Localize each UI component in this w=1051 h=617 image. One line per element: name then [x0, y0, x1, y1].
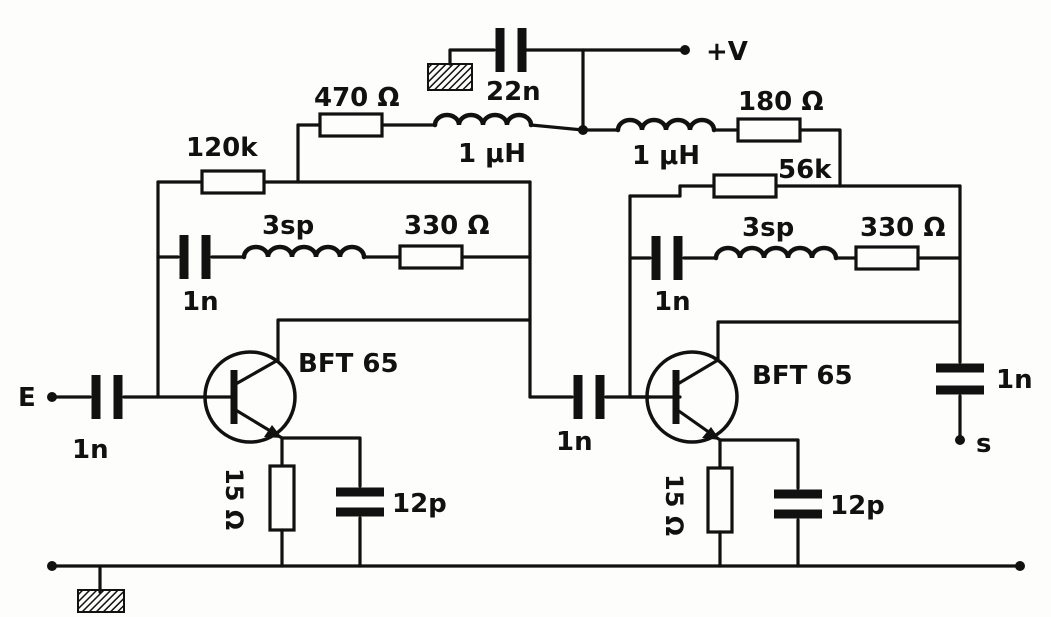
- ground-symbol: [427, 63, 473, 91]
- stage2-choke-label: 1 μH: [632, 141, 700, 171]
- stage1-bias-network: [156, 169, 532, 399]
- coupling-cap: [528, 375, 682, 419]
- stage2-emitter-cap-label: 12p: [830, 491, 885, 521]
- stage2-collector-resistor-label: 180 Ω: [738, 87, 823, 117]
- stage1-feedback-resistor-label: 330 Ω: [404, 211, 489, 241]
- stage2-supply-path: [581, 117, 842, 188]
- stage2-feedback-cap-label: 1n: [654, 287, 691, 317]
- supply-section: [427, 28, 690, 135]
- coupling-cap-label: 1n: [556, 427, 593, 457]
- stage2-emitter-resistor-label: 15 Ω: [660, 474, 688, 536]
- supply-label: +V: [706, 37, 748, 67]
- transistor-1-label: BFT 65: [298, 349, 399, 379]
- transistor-2-label: BFT 65: [752, 361, 853, 391]
- stage2-bias-network: [628, 173, 984, 445]
- stage2-feedback-resistor-label: 330 Ω: [860, 213, 945, 243]
- stage1-choke-label: 1 μH: [458, 139, 526, 169]
- transistor-2: [628, 350, 739, 444]
- stage1-emitter-cap-label: 12p: [392, 489, 447, 519]
- transistor-1: [203, 350, 297, 444]
- stage1-collector-resistor-label: 470 Ω: [314, 83, 399, 113]
- output-label: s: [976, 429, 991, 459]
- supply-terminal: [680, 45, 690, 55]
- stage2-coil-label: 3sp: [742, 213, 794, 243]
- stage2-bias-label: 56k: [778, 155, 832, 185]
- stage1-coil-label: 3sp: [262, 211, 314, 241]
- input-label: E: [18, 383, 36, 413]
- ground-rail: [47, 561, 1025, 613]
- decoupling-cap-label: 22n: [486, 77, 541, 107]
- stage1-emitter-network: [268, 436, 384, 568]
- input-cap-label: 1n: [72, 435, 109, 465]
- input-section: [47, 375, 234, 419]
- stage1-supply-path: [296, 112, 585, 184]
- stage1-feedback-cap-label: 1n: [182, 287, 219, 317]
- stage2-emitter-network: [706, 438, 822, 568]
- stage1-bias-label: 120k: [186, 133, 258, 163]
- stage1-emitter-resistor-label: 15 Ω: [220, 468, 248, 530]
- output-cap-label: 1n: [996, 365, 1033, 395]
